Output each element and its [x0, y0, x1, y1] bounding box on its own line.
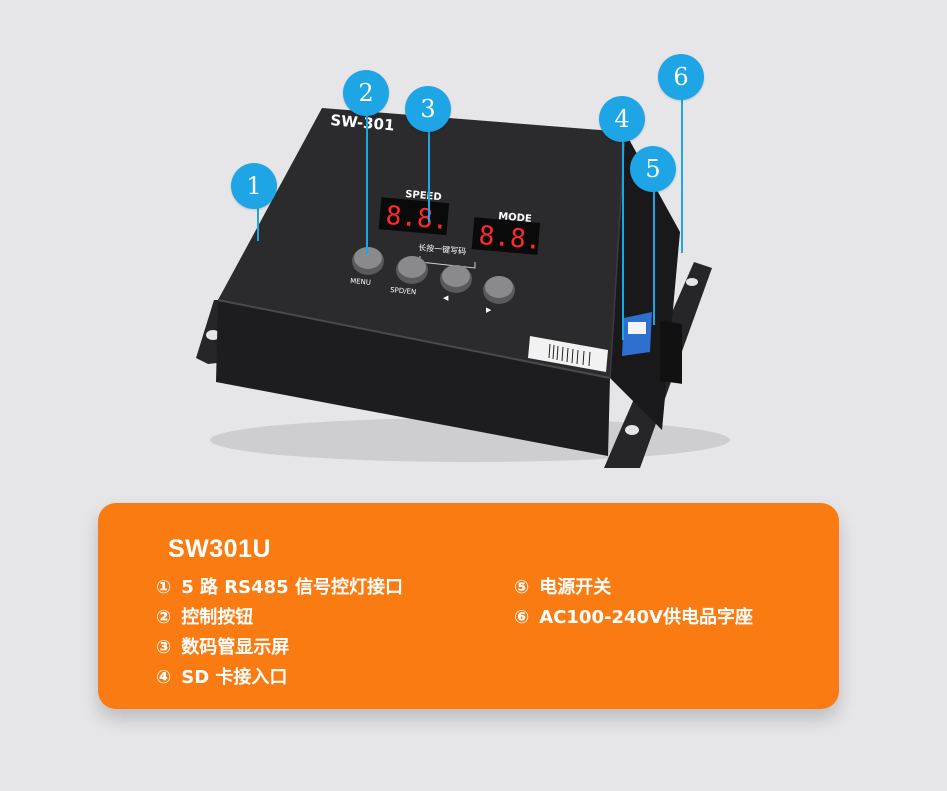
feature-number: ② — [156, 607, 172, 628]
feature-item-3: ③ 数码管显示屏 — [156, 633, 289, 659]
callout-4: 4 — [599, 96, 645, 142]
hold-write-label: 长按一键写码 — [418, 242, 467, 256]
feature-card: SW301U ① 5 路 RS485 信号控灯接口 ② 控制按钮 ③ 数码管显示屏 ④… — [98, 503, 839, 709]
menu-button[interactable] — [352, 247, 384, 275]
speed-display: 8.8. — [378, 197, 450, 236]
feature-item-6: ⑥ AC100-240V供电品字座 — [514, 603, 753, 629]
menu-label: MENU — [350, 277, 371, 287]
feature-text: 5 路 RS485 信号控灯接口 — [181, 577, 403, 598]
callout-6: 6 — [658, 54, 704, 100]
left-arrow-label: ◀ — [443, 294, 449, 302]
right-button[interactable] — [483, 276, 515, 304]
model-title: SW301U — [168, 535, 272, 563]
brand-label: SW-301 — [330, 111, 396, 135]
callout-3: 3 — [405, 86, 451, 132]
feature-text: 控制按钮 — [181, 607, 254, 628]
feature-number: ⑥ — [514, 607, 530, 628]
callout-2: 2 — [343, 70, 389, 116]
callout-line-6 — [681, 98, 683, 253]
feature-item-4: ④ SD 卡接入口 — [156, 663, 287, 689]
controller-device — [216, 108, 682, 456]
callout-line-2 — [366, 115, 368, 255]
feature-number: ④ — [156, 667, 172, 688]
right-arrow-label: ▶ — [486, 306, 492, 314]
callout-line-5 — [653, 190, 655, 325]
feature-text: AC100-240V供电品字座 — [539, 607, 753, 628]
feature-number: ③ — [156, 637, 172, 658]
spd-en-label: SPD/EN — [390, 286, 417, 296]
feature-item-2: ② 控制按钮 — [156, 603, 253, 629]
barcode-sticker — [528, 336, 608, 372]
speed-display-digits: 8.8. — [385, 201, 450, 236]
callout-line-4 — [622, 140, 624, 340]
feature-text: 数码管显示屏 — [181, 637, 290, 658]
feature-number: ① — [156, 577, 172, 598]
feature-item-5: ⑤ 电源开关 — [514, 573, 611, 599]
mode-display-digits: 8.8. — [478, 221, 543, 256]
feature-number: ⑤ — [514, 577, 530, 598]
mode-display: 8.8. — [471, 217, 543, 256]
callout-line-3 — [428, 130, 430, 222]
feature-text: SD 卡接入口 — [181, 667, 288, 688]
product-illustration: SW-301 SPEED MODE 8.8. 8.8. 长按一键写码 MENU … — [196, 108, 730, 468]
speed-label: SPEED — [405, 189, 442, 203]
callout-5: 5 — [630, 146, 676, 192]
callout-line-1 — [257, 205, 259, 241]
feature-text: 电源开关 — [539, 577, 612, 598]
left-button[interactable] — [440, 265, 472, 293]
feature-item-1: ① 5 路 RS485 信号控灯接口 — [156, 573, 403, 599]
callout-1: 1 — [231, 163, 277, 209]
spd-en-button[interactable] — [396, 256, 428, 284]
